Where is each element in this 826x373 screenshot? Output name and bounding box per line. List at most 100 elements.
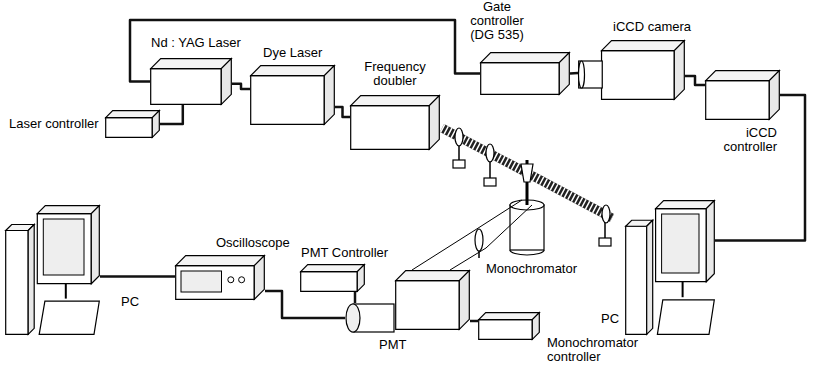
device-face	[706, 71, 780, 81]
device-face	[106, 118, 153, 138]
device-label: PC	[600, 312, 620, 326]
optics-part	[478, 251, 480, 258]
cable-connector	[570, 72, 578, 75]
device-face	[151, 69, 222, 105]
device-face	[647, 220, 653, 334]
device-label: Monochromator	[485, 262, 578, 276]
device-label: PMT	[378, 338, 407, 352]
pc-stand	[65, 284, 67, 299]
device-box: Monochromator controller	[478, 312, 540, 340]
device-face	[176, 256, 265, 266]
cable-connector	[232, 84, 250, 89]
device-label: PMT Controller	[300, 246, 389, 260]
camera-lens-face	[579, 61, 585, 88]
device-drawing	[345, 303, 395, 333]
device-drawing	[250, 65, 335, 125]
device-face	[176, 266, 255, 300]
device-box: Gate controller (DG 535)	[480, 52, 570, 95]
scope-screen	[181, 271, 222, 292]
optics-part	[521, 164, 533, 182]
device-face	[91, 206, 99, 284]
device-face	[324, 66, 334, 125]
optics-part	[455, 128, 463, 146]
device-camera: iCCD camera	[578, 40, 685, 100]
device-face	[351, 96, 440, 106]
cable-connector	[100, 275, 175, 278]
device-face	[429, 96, 439, 150]
cable-connector	[335, 107, 350, 117]
pc-screen	[662, 214, 699, 273]
optics-part	[442, 128, 612, 218]
device-label: Frequency doubler	[358, 60, 432, 88]
device-face	[674, 41, 684, 100]
device-face	[357, 265, 364, 292]
optics-part	[510, 250, 544, 255]
device-face	[396, 271, 470, 281]
device-face	[151, 59, 232, 69]
camera-lens	[579, 61, 603, 88]
device-box: Dye Laser	[250, 65, 335, 125]
optics-part	[510, 205, 544, 250]
device-face	[559, 53, 569, 95]
cable-connector	[685, 76, 705, 85]
device-face	[706, 81, 770, 120]
optics-part	[486, 205, 532, 248]
optics-part	[450, 248, 486, 270]
optics-part	[486, 144, 494, 162]
device-pc: PC	[5, 205, 100, 335]
device-scope: Oscilloscope	[175, 255, 265, 300]
scope-knob	[239, 277, 245, 283]
optics-part	[599, 238, 611, 246]
optics-part	[475, 229, 483, 251]
device-face	[396, 281, 460, 330]
device-box: Laser controller	[105, 110, 160, 138]
device-face	[459, 271, 469, 330]
scope-knob	[228, 277, 234, 283]
device-face	[221, 59, 231, 105]
device-label: Monochromator controller	[546, 336, 644, 364]
cable-connector	[265, 291, 345, 318]
device-face	[39, 301, 99, 334]
device-drawing	[478, 312, 540, 340]
device-face	[626, 226, 647, 334]
device-drawing	[578, 40, 685, 100]
device-face	[656, 209, 707, 282]
device-face	[481, 53, 570, 63]
device-label: Nd : YAG Laser	[150, 36, 242, 50]
pmt-end	[346, 304, 360, 332]
device-drawing	[105, 110, 160, 138]
device-drawing	[395, 270, 470, 330]
device-label: PC	[120, 295, 140, 309]
device-drawing	[175, 255, 265, 300]
device-box: Frequency doubler	[350, 95, 440, 150]
optics-part	[472, 200, 522, 232]
device-box: iCCD controller	[705, 70, 780, 120]
device-label: Laser controller	[8, 117, 100, 131]
device-face	[301, 265, 365, 272]
device-box: PMT Controller	[300, 264, 365, 292]
device-pc: PC	[625, 200, 715, 335]
device-face	[152, 111, 159, 138]
device-face	[479, 320, 533, 340]
device-face	[769, 71, 779, 120]
device-label: Oscilloscope	[215, 236, 291, 250]
pc-stand	[682, 282, 684, 298]
device-face	[251, 66, 335, 76]
device-pmt: PMT	[345, 303, 395, 333]
device-drawing	[705, 70, 780, 120]
device-face	[37, 206, 99, 214]
cable-connector	[354, 292, 357, 303]
device-face	[602, 51, 675, 100]
device-drawing	[300, 264, 365, 292]
device-face	[706, 201, 714, 282]
cable-connector	[160, 105, 183, 124]
device-label: iCCD controller	[712, 126, 778, 154]
device-face	[657, 300, 714, 334]
optics-part	[453, 160, 465, 168]
cable-connector	[470, 320, 478, 323]
device-face	[481, 63, 560, 95]
optics-part	[442, 128, 612, 218]
device-face	[106, 111, 160, 118]
pc-screen	[43, 219, 84, 275]
